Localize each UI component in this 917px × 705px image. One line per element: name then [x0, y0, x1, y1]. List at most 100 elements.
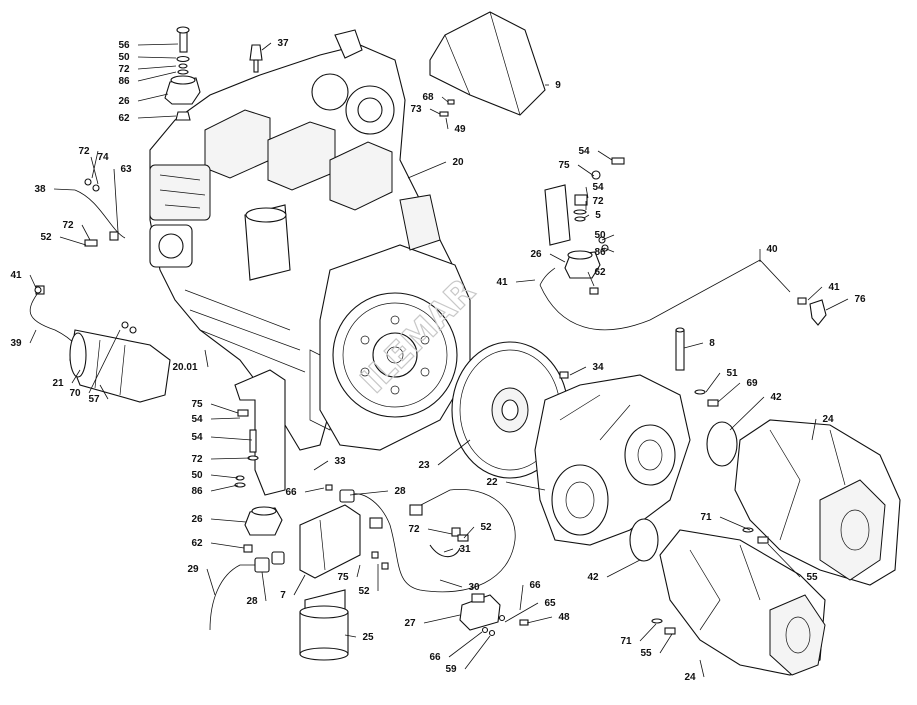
callout-c27: 27 [404, 618, 416, 629]
leader-c34 [569, 366, 587, 376]
callout-c50b: 50 [594, 230, 606, 241]
pipe-40 [539, 259, 827, 331]
leader-c86b [603, 247, 615, 253]
callout-c73: 73 [410, 104, 422, 115]
callout-c70: 70 [69, 388, 81, 399]
leader-c76 [825, 298, 849, 311]
callout-c52b: 52 [480, 522, 492, 533]
leader-c52a [59, 236, 87, 246]
leader-c26a [137, 93, 169, 102]
leader-c21 [71, 369, 81, 384]
callout-c52c: 52 [358, 586, 370, 597]
callout-c7: 7 [280, 590, 286, 601]
callout-c72c: 72 [62, 220, 74, 231]
callout-c26b: 26 [530, 249, 542, 260]
leader-c23 [437, 439, 471, 466]
leader-c37 [261, 42, 272, 51]
leader-c70 [88, 329, 121, 394]
callout-c86c: 86 [191, 486, 203, 497]
callout-c21: 21 [52, 378, 64, 389]
callout-c54b: 54 [592, 182, 604, 193]
callout-c8: 8 [709, 338, 715, 349]
leader-c62a [137, 115, 177, 119]
callout-c74: 74 [97, 152, 109, 163]
callout-c31: 31 [459, 544, 471, 555]
leader-c71a [719, 516, 751, 531]
leader-c42a [729, 396, 765, 431]
callout-c30: 30 [468, 582, 480, 593]
fuel-line-38 [74, 178, 126, 247]
leader-c24b [699, 659, 705, 678]
leader-c33 [313, 460, 329, 471]
callout-c75a: 75 [558, 160, 570, 171]
leader-c59 [464, 635, 491, 670]
leader-c72f [427, 528, 453, 535]
leader-c86c [210, 484, 239, 492]
callout-c29: 29 [187, 564, 199, 575]
callout-c66c: 66 [429, 652, 441, 663]
callout-c57: 57 [88, 394, 100, 405]
leader-c63 [113, 168, 119, 233]
leader-c39 [29, 329, 37, 344]
hose-30 [339, 488, 516, 593]
rear-mount-bracket [234, 369, 286, 553]
callout-c75b: 75 [191, 399, 203, 410]
leader-c72c [81, 224, 91, 241]
callout-c66b: 66 [529, 580, 541, 591]
leader-c68 [441, 96, 449, 103]
callout-c26a: 26 [118, 96, 130, 107]
callout-c65: 65 [544, 598, 556, 609]
clamp-31 [429, 527, 461, 558]
callout-c72a: 72 [118, 64, 130, 75]
callout-c34: 34 [592, 362, 604, 373]
callout-c25: 25 [362, 632, 374, 643]
leader-c62b [587, 271, 595, 287]
callout-c86b: 86 [594, 247, 606, 258]
callout-c20: 20 [452, 157, 464, 168]
callout-c33: 33 [334, 456, 346, 467]
leader-c75a [577, 164, 595, 177]
leader-c26c [210, 518, 247, 523]
callout-c71b: 71 [620, 636, 632, 647]
bracket-5 [544, 157, 625, 295]
leader-c8 [683, 342, 704, 349]
leader-c72b [91, 150, 99, 179]
callout-c68: 68 [422, 92, 434, 103]
o-ring-42 [629, 421, 738, 562]
callout-c86a: 86 [118, 76, 130, 87]
leader-c31 [443, 548, 454, 553]
hose-29 [209, 551, 285, 631]
callout-c76: 76 [854, 294, 866, 305]
bracket-7 [299, 504, 361, 579]
leader-c50b [601, 234, 615, 241]
leader-c66a [304, 487, 325, 493]
leader-c29 [206, 568, 216, 596]
leader-c22 [505, 481, 546, 491]
leader-c72a [137, 65, 177, 70]
leader-c20 [407, 161, 447, 179]
callout-c41a: 41 [10, 270, 22, 281]
callout-c9: 9 [555, 80, 561, 91]
leader-c75c [356, 564, 361, 578]
callout-c71a: 71 [700, 512, 712, 523]
callout-c56a: 56 [118, 40, 130, 51]
callout-c66a: 66 [285, 487, 297, 498]
engine-assembly [149, 29, 471, 451]
callout-c72e: 72 [191, 454, 203, 465]
callout-c38: 38 [34, 184, 46, 195]
callout-c50a: 50 [118, 52, 130, 63]
callout-c26c: 26 [191, 514, 203, 525]
leader-c74 [90, 156, 99, 185]
callout-c24a: 24 [822, 414, 834, 425]
callout-c55b: 55 [640, 648, 652, 659]
leader-c73 [429, 108, 441, 115]
leader-c30 [439, 579, 463, 588]
callout-c62a: 62 [118, 113, 130, 124]
leader-c51 [705, 372, 721, 393]
callout-c63: 63 [120, 164, 132, 175]
leader-c55b [659, 633, 673, 654]
callout-c49: 49 [454, 124, 466, 135]
callout-c54a: 54 [578, 146, 590, 157]
leader-c25 [344, 634, 357, 638]
leader-c2001 [204, 349, 209, 368]
